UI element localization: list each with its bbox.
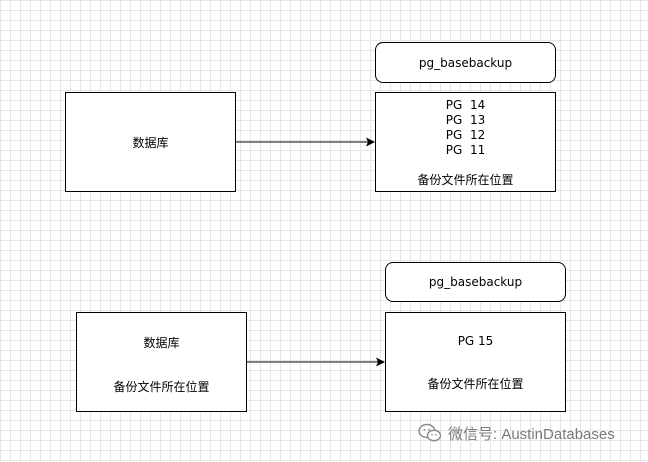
database-label: 数据库 [132, 135, 169, 150]
pg-basebackup-label: pg_basebackup [418, 55, 513, 70]
pg-basebackup-box-2[interactable]: pg_basebackup [385, 262, 566, 302]
version-box-2[interactable]: PG 15 备份文件所在位置 [385, 312, 566, 412]
database-box-2[interactable]: 数据库 备份文件所在位置 [76, 312, 247, 412]
backup-location-label: 备份文件所在位置 [113, 380, 210, 394]
version-pg15: PG 15 [457, 334, 494, 348]
watermark-text: 微信号: AustinDatabases [448, 425, 615, 443]
versions-box-1[interactable]: PG 14 PG 13 PG 12 PG 11 备份文件所在位置 [375, 92, 556, 192]
database-label: 数据库 [143, 336, 180, 350]
version-pg14: PG 14 [445, 98, 486, 112]
backup-location-label: 备份文件所在位置 [427, 377, 524, 391]
watermark: 微信号: AustinDatabases [418, 422, 615, 444]
arrow-db-to-versions-1 [236, 137, 375, 147]
version-pg12: PG 12 [445, 128, 486, 142]
version-pg13: PG 13 [445, 113, 486, 127]
backup-location-label: 备份文件所在位置 [417, 173, 514, 187]
wechat-icon [418, 423, 442, 442]
pg-basebackup-label: pg_basebackup [428, 275, 523, 289]
database-box-1[interactable]: 数据库 [65, 92, 236, 192]
version-pg11: PG 11 [445, 143, 486, 157]
arrow-db-to-version-2 [247, 357, 385, 367]
pg-basebackup-box-1[interactable]: pg_basebackup [375, 42, 556, 83]
